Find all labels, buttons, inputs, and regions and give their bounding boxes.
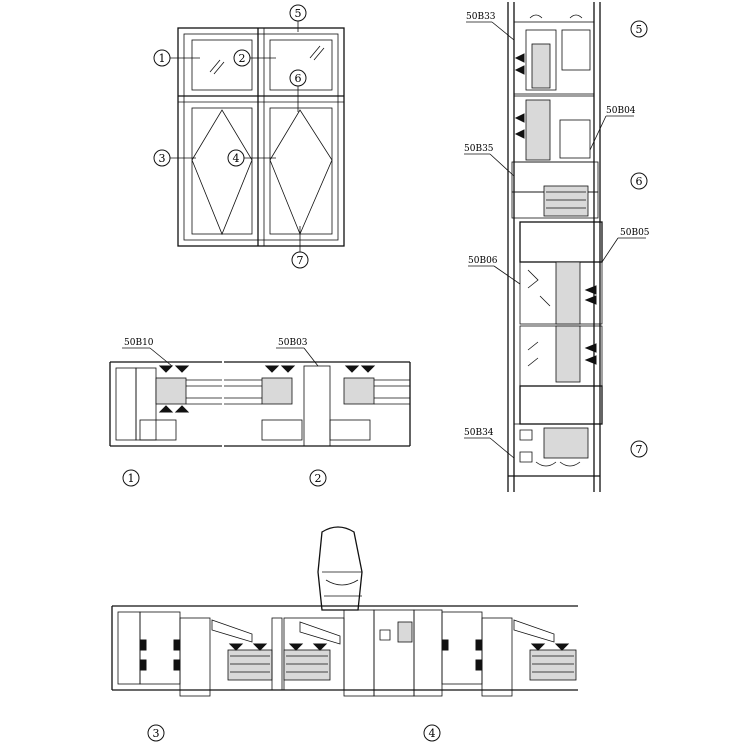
callout-5: 5 [289,4,307,22]
svg-text:50B03: 50B03 [278,338,308,348]
svg-text:50B05: 50B05 [620,228,650,238]
horizontal-section-2: 50B03 2 [224,338,411,487]
callout-3: 3 [153,149,171,167]
callout-5: 5 [630,20,648,38]
callout-3: 3 [147,724,165,742]
callout-1: 1 [122,469,140,487]
callout-4: 4 [423,724,441,742]
svg-text:5: 5 [636,23,643,36]
label-50B05: 50B05 [601,228,650,263]
label-50B03: 50B03 [276,338,319,367]
bottom-frame-profile [508,423,600,477]
label-50B06: 50B06 [468,256,521,285]
label-50B34: 50B34 [464,428,515,459]
sash-top-profile [519,221,603,325]
svg-text:50B04: 50B04 [606,106,636,116]
svg-text:4: 4 [233,152,240,165]
svg-text:3: 3 [159,152,166,165]
callout-2: 2 [233,49,251,67]
sash-bottom-profile [519,325,603,425]
callout-1: 1 [153,49,171,67]
callout-4: 4 [227,149,245,167]
svg-text:50B35: 50B35 [464,144,494,154]
callout-6: 6 [289,69,307,87]
window-handle-icon [317,526,363,611]
callout-6: 6 [630,172,648,190]
svg-text:5: 5 [295,7,302,20]
horizontal-section-3-4: 3 4 [111,526,578,742]
svg-text:6: 6 [295,72,302,85]
callout-2: 2 [309,469,327,487]
label-50B10: 50B10 [122,338,173,367]
svg-text:1: 1 [128,472,135,485]
top-frame-profile [513,14,595,95]
callout-7: 7 [291,251,309,269]
glass-hatch-icon [209,45,325,75]
transom-profile [511,95,599,219]
vertical-section: 50B33 50B04 50B35 50B05 50B06 50B34 [464,2,650,492]
svg-text:50B33: 50B33 [466,12,496,22]
svg-text:1: 1 [159,52,166,65]
svg-text:2: 2 [315,472,322,485]
label-50B04: 50B04 [589,106,636,151]
svg-text:50B10: 50B10 [124,338,154,348]
svg-text:6: 6 [636,175,643,188]
horizontal-section-1: 50B10 1 [109,338,222,487]
svg-text:4: 4 [429,727,436,740]
svg-text:7: 7 [297,254,304,267]
svg-text:50B34: 50B34 [464,428,494,438]
label-50B33: 50B33 [466,12,515,41]
svg-text:50B06: 50B06 [468,256,498,266]
window-elevation: 1 2 5 6 3 4 7 [153,4,345,269]
label-50B35: 50B35 [464,144,515,177]
svg-text:2: 2 [239,52,246,65]
svg-text:3: 3 [153,727,160,740]
callout-7: 7 [630,440,648,458]
svg-text:7: 7 [636,443,643,456]
